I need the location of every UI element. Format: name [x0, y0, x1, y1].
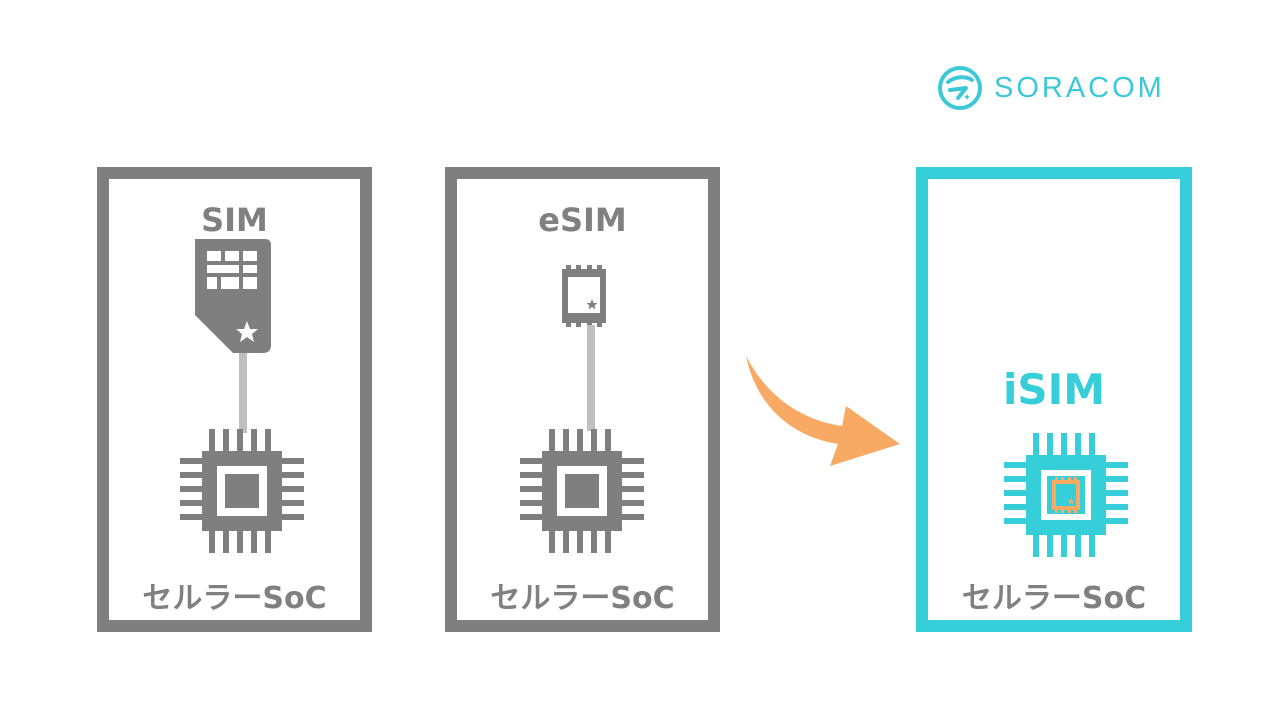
isim-panel: iSIM セルラーSoC — [916, 167, 1192, 632]
esim-panel: eSIM セルラーSoC — [445, 167, 720, 632]
soc-label-isim: セルラーSoC — [961, 581, 1147, 616]
curved-arrow-icon — [746, 356, 900, 466]
panel-title-sim: SIM — [201, 201, 268, 239]
soracom-logo: SORACOM — [936, 64, 1176, 112]
panel-title-esim: eSIM — [538, 201, 627, 239]
sim-card-icon — [195, 239, 271, 353]
integrated-sim-icon — [1004, 433, 1128, 557]
connector-line — [587, 325, 595, 431]
soc-label-sim: セルラーSoC — [142, 581, 327, 616]
soc-label-esim: セルラーSoC — [490, 581, 675, 616]
sim-panel: SIM セルラーSoC — [97, 167, 372, 632]
soc-chip-icon — [520, 429, 644, 553]
soc-chip-icon — [180, 429, 304, 553]
panel-title-isim: iSIM — [1002, 365, 1106, 414]
soracom-logo-icon — [938, 66, 982, 110]
esim-chip-icon — [562, 265, 606, 327]
connector-line — [239, 353, 247, 433]
logo-text: SORACOM — [994, 71, 1165, 104]
